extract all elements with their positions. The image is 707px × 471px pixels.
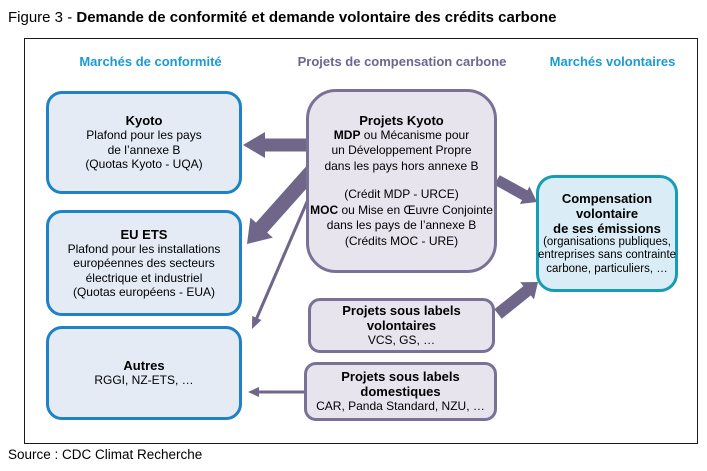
node-projets-kyoto-line: (Crédits MOC - URE) [344,233,459,248]
node-eu-ets-line: (Quotas européens - EUA) [72,285,216,299]
column-header-voluntary: Marchés volontaires [549,54,676,69]
node-kyoto-title: Kyoto [125,113,163,129]
diagram-frame: Marchés de conformité Projets de compens… [24,38,698,444]
node-labels-volontaires-line: VCS, GS, … [367,333,436,348]
node-labels-domestiques-title: Projets sous labels [341,369,460,385]
moc-text: ou Mise en Œuvre Conjointe [338,202,493,217]
node-kyoto-line: (Quotas Kyoto - UQA) [85,157,203,172]
node-kyoto: Kyoto Plafond pour les pays de l’annexe … [46,91,242,194]
figure-title-prefix: Figure 3 - [8,9,77,26]
mdp-acronym: MDP [333,127,361,142]
node-compensation-line: (organisations publiques, [543,235,671,248]
figure-title: Figure 3 - Demande de conformité et dema… [8,9,557,26]
column-header-compliance: Marchés de conformité [79,54,222,69]
node-compensation-line: entreprises sans contrainte [537,249,677,262]
node-labels-volontaires: Projets sous labels volontaires VCS, GS,… [308,298,495,353]
arrow-projets-to-compensation [494,175,537,204]
node-projets-kyoto-line: dans les pays hors annexe B [324,158,479,173]
moc-acronym: MOC [310,202,339,217]
node-projets-kyoto-line: MDP ou Mécanisme pour [334,128,469,144]
node-labels-volontaires-title: volontaires [366,318,437,334]
node-compensation-line: carbone, particuliers, … [546,262,668,275]
node-labels-volontaires-title: Projets sous labels [342,303,461,319]
figure-title-main: Demande de conformité et demande volonta… [76,9,557,26]
node-kyoto-line: Plafond pour les pays [86,128,202,143]
node-autres-title: Autres [123,358,165,374]
node-eu-ets-line: Plafond pour les installations [67,241,221,256]
node-projets-kyoto-line: MOC ou Mise en Œuvre Conjointe [310,203,493,219]
arrow-domestiques-to-autres [248,387,304,397]
node-projets-kyoto-line: dans les pays de l’annexe B [326,218,477,233]
column-header-projects: Projets de compensation carbone [297,54,507,69]
node-compensation-title: de ses émissions [553,220,661,236]
arrow-projets-to-autres [252,180,318,329]
mdp-text: ou Mécanisme pour [360,127,470,142]
node-eu-ets-title: EU ETS [120,226,168,242]
node-projets-kyoto-title: Projets Kyoto [359,112,444,128]
node-autres-line: RGGI, NZ-ETS, … [94,373,194,388]
node-compensation-title: Compensation [561,190,653,206]
node-labels-domestiques: Projets sous labels domestiques CAR, Pan… [304,362,497,421]
node-eu-ets-line: électrique et industriel [85,270,203,285]
node-labels-domestiques-title: domestiques [360,384,441,400]
node-projets-kyoto-line: un Développement Propre [331,143,472,158]
arrow-volontaires-to-compensation [494,282,538,319]
node-eu-ets: EU ETS Plafond pour les installations eu… [46,210,242,316]
source-caption: Source : CDC Climat Recherche [8,447,203,462]
node-labels-domestiques-line: CAR, Panda Standard, NZU, … [316,399,485,414]
node-projets-kyoto-line: (Crédit MDP - URCE) [344,187,459,202]
node-compensation-title: volontaire [575,205,639,221]
node-projets-kyoto: Projets Kyoto MDP ou Mécanisme pour un D… [306,89,497,273]
node-autres: Autres RGGI, NZ-ETS, … [46,326,242,420]
node-kyoto-line: de l’annexe B [107,142,181,157]
node-compensation: Compensation volontaire de ses émissions… [536,175,678,292]
arrow-projets-to-kyoto [243,132,308,158]
node-eu-ets-line: européennes des secteurs [73,256,215,270]
